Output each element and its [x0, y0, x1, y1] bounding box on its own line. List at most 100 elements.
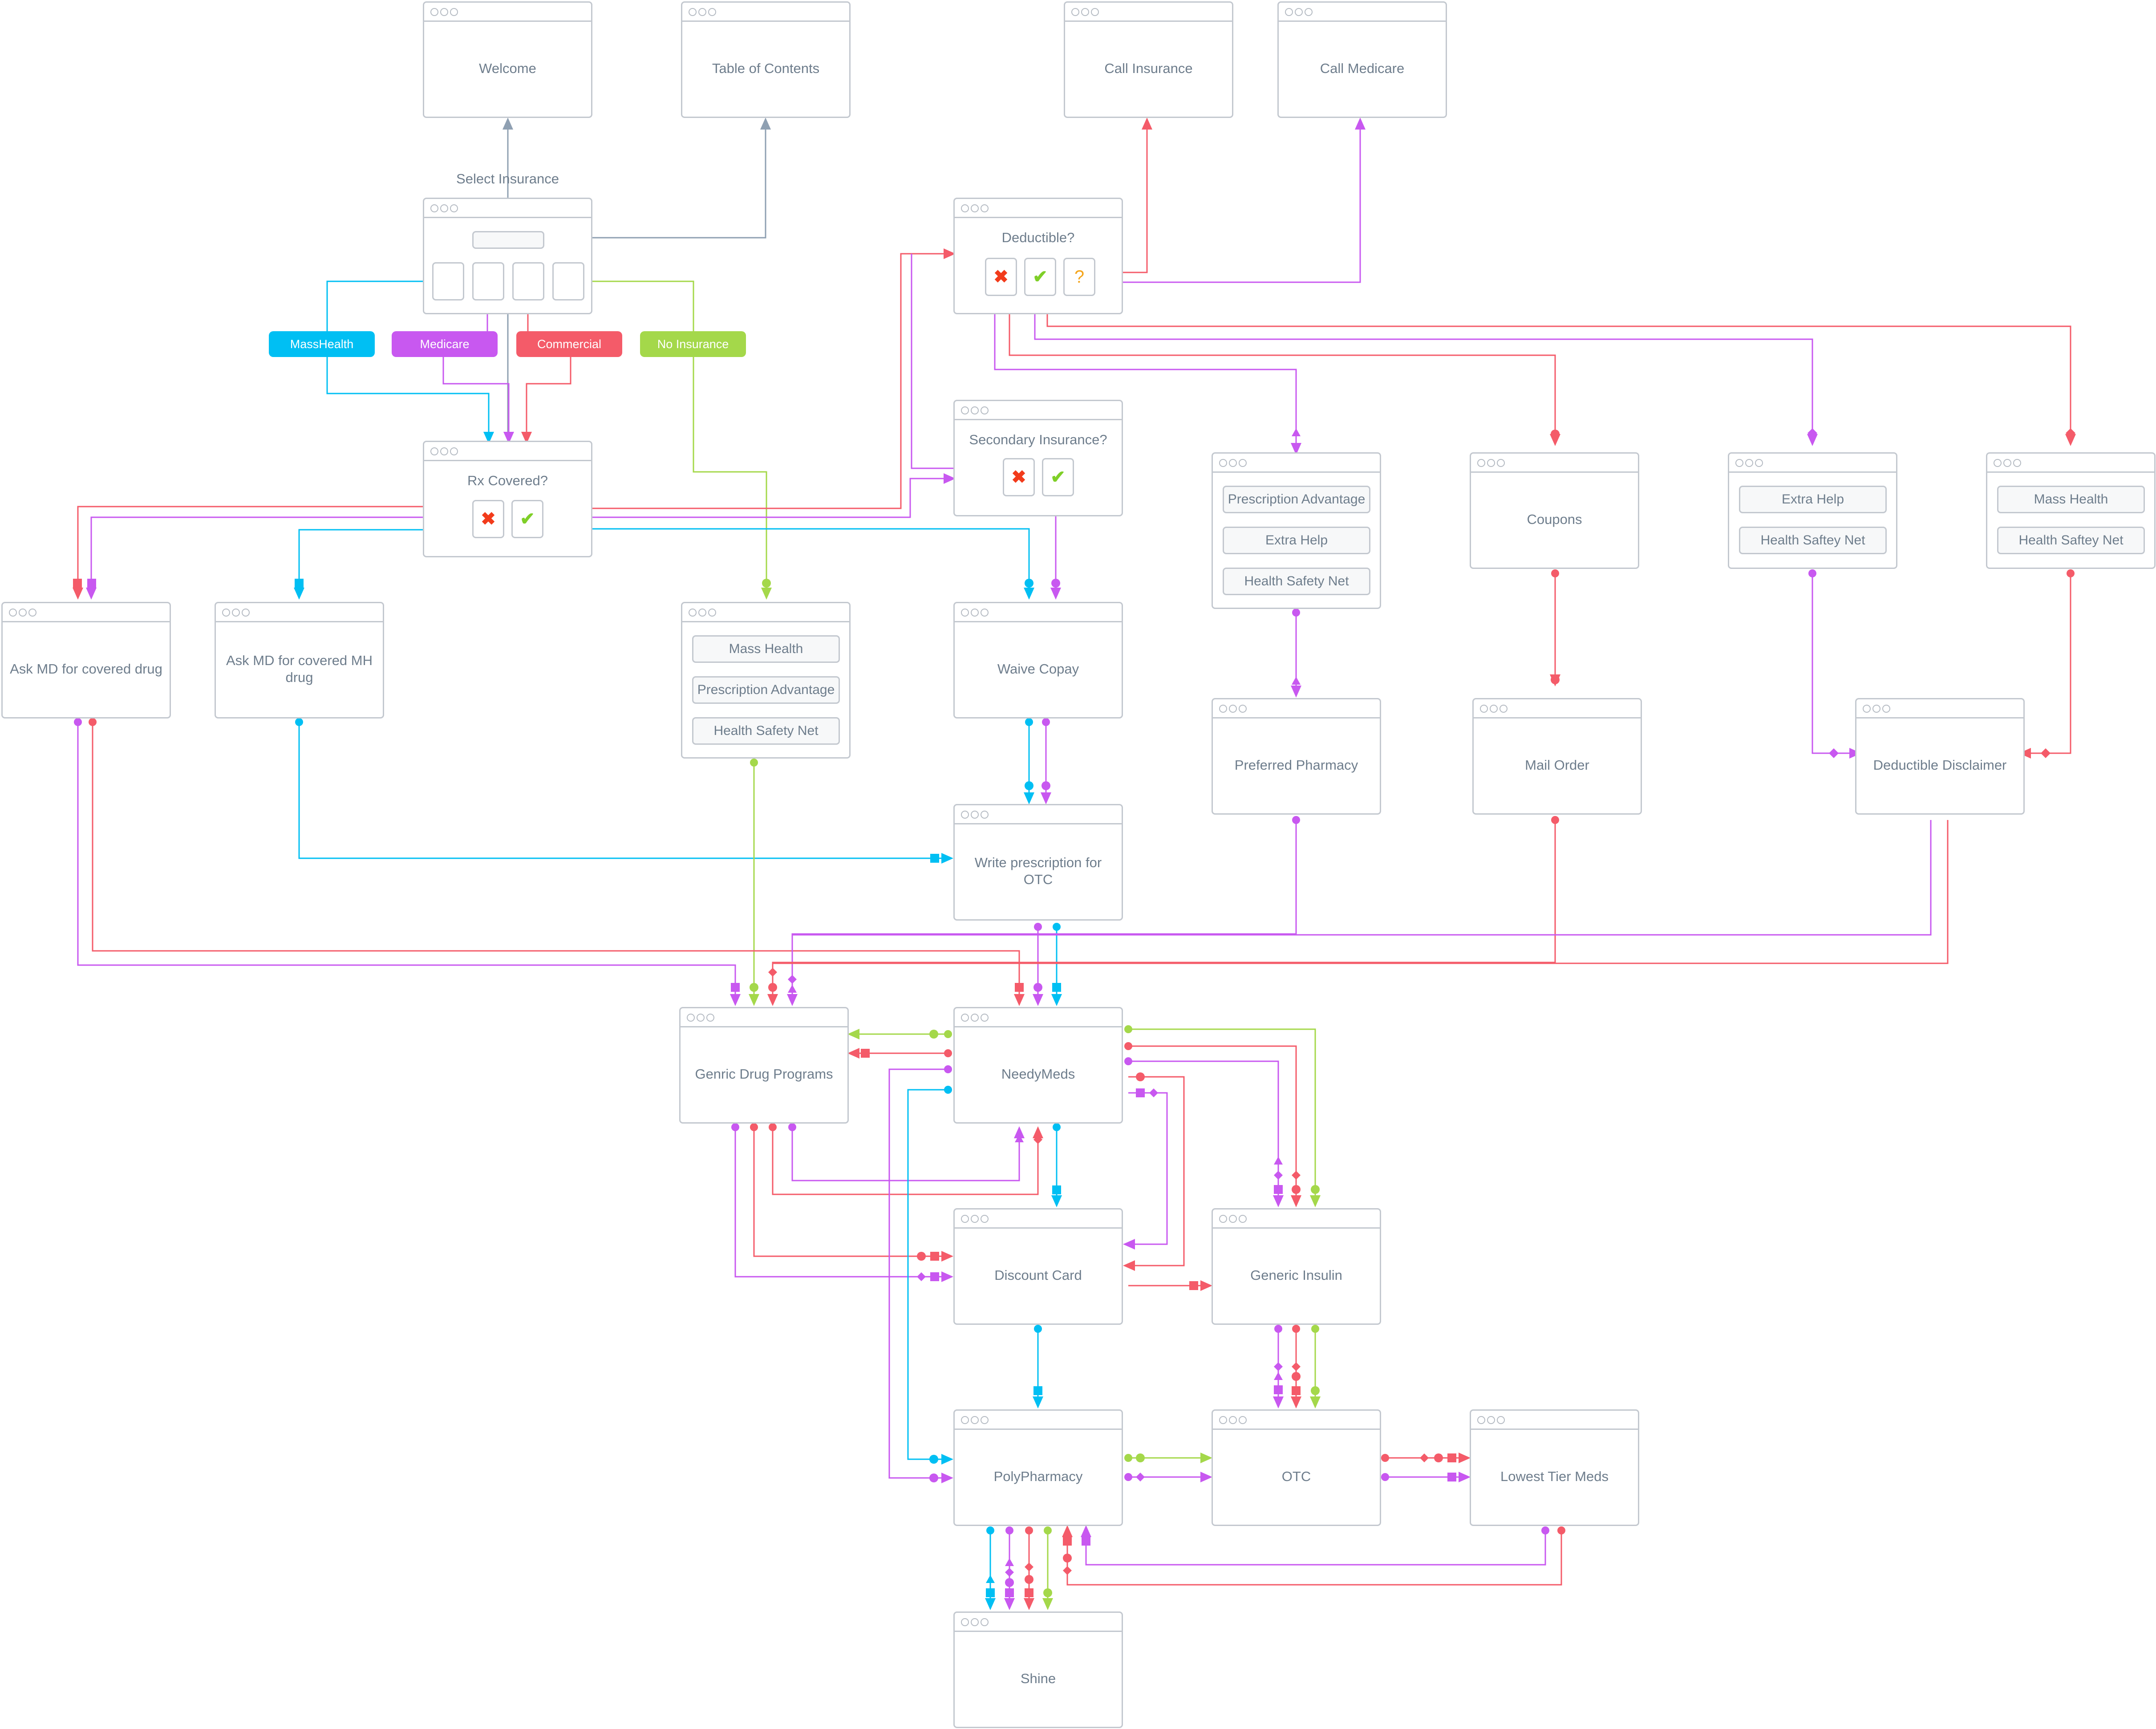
screen-mail-order[interactable]: Mail Order: [1472, 698, 1642, 815]
marker-triangle: [1292, 677, 1301, 685]
connector-deductible-callmed: [1086, 118, 1366, 286]
connector-commercial-rx: [521, 357, 571, 444]
marker-diamond: [1005, 1568, 1014, 1577]
marker-diamond: [1274, 1362, 1283, 1371]
deductible-yes-button[interactable]: ✔: [1024, 258, 1056, 296]
screen-title: Deductible?: [1001, 230, 1075, 245]
connector-medicare-rx: [442, 357, 514, 444]
screen-title: Call Insurance: [1104, 61, 1193, 76]
screen-title: Deductible Disclaimer: [1873, 757, 2007, 773]
marker-square: [986, 1588, 995, 1597]
screen-polypharmacy[interactable]: PolyPharmacy: [953, 1409, 1123, 1526]
screen-deductible-no-options[interactable]: Prescription Advantage Extra Help Health…: [1212, 452, 1381, 609]
marker-circle: [1005, 1578, 1014, 1587]
marker-square: [1025, 1588, 1033, 1597]
marker-diamond: [788, 975, 797, 984]
screen-shine[interactable]: Shine: [953, 1611, 1123, 1728]
screen-needymeds[interactable]: NeedyMeds: [953, 1007, 1123, 1124]
medicare-pill: Medicare: [392, 331, 498, 357]
screen-ask-md-mh-drug[interactable]: Ask MD for covered MH drug: [215, 602, 384, 718]
screen-title: Mail Order: [1525, 757, 1589, 773]
screen-title: Ask MD for covered drug: [10, 661, 162, 677]
connector-askmdmh-write: [295, 718, 953, 864]
screen-title: OTC: [1281, 1469, 1311, 1484]
marker-square: [1189, 1281, 1198, 1290]
screen-select-insurance[interactable]: [423, 198, 592, 314]
option-prescription-advantage[interactable]: Prescription Advantage: [692, 676, 840, 704]
screen-title: Rx Covered?: [467, 473, 548, 488]
rx-covered-no-button[interactable]: ✖: [472, 500, 504, 538]
insurance-dropdown[interactable]: [472, 231, 544, 249]
screen-rx-covered[interactable]: Rx Covered? ✖ ✔: [423, 441, 592, 557]
secondary-no-button[interactable]: ✖: [1003, 458, 1035, 496]
option-prescription-advantage[interactable]: Prescription Advantage: [1223, 486, 1370, 513]
screen-ask-md-covered-drug[interactable]: Ask MD for covered drug: [1, 602, 171, 718]
option-health-saftey-net[interactable]: Health Saftey Net: [1997, 527, 2145, 554]
marker-square: [1005, 1588, 1014, 1597]
screen-otc[interactable]: OTC: [1212, 1409, 1381, 1526]
deductible-unsure-button[interactable]: ?: [1063, 258, 1095, 296]
no-insurance-pill: No Insurance: [640, 331, 746, 357]
screen-no-insurance-options[interactable]: Mass Health Prescription Advantage Healt…: [681, 602, 851, 759]
connector-rx-askmd-red: [73, 506, 467, 600]
option-extra-help[interactable]: Extra Help: [1223, 527, 1370, 554]
commercial-pill: Commercial: [516, 331, 622, 357]
no-insurance-option-box[interactable]: [552, 262, 584, 300]
connector-deductible-coupons: [1009, 287, 1560, 446]
secondary-yes-button[interactable]: ✔: [1042, 458, 1074, 496]
marker-square: [87, 579, 96, 588]
screen-preferred-pharmacy[interactable]: Preferred Pharmacy: [1212, 698, 1381, 815]
marker-square: [73, 579, 82, 588]
marker-diamond: [1149, 1088, 1158, 1097]
option-health-safety-net[interactable]: Health Safety Net: [692, 717, 840, 745]
connector-gdp-discount-red: [750, 1123, 953, 1262]
connector-lowest-poly-red: [1062, 1525, 1565, 1586]
marker-diamond: [1829, 748, 1839, 758]
connector-disclaimer-gdp-red: [773, 820, 1949, 964]
option-health-safety-net[interactable]: Health Safety Net: [1223, 568, 1370, 595]
masshealth-option-box[interactable]: [432, 262, 464, 300]
screen-coupons[interactable]: Coupons: [1470, 452, 1639, 569]
screen-generic-insulin[interactable]: Generic Insulin: [1212, 1208, 1381, 1325]
marker-diamond: [1063, 1566, 1072, 1575]
connector-deductible-medicare: [1034, 287, 1818, 446]
select-insurance-label: Select Insurance: [456, 171, 559, 187]
marker-diamond: [2041, 748, 2051, 758]
marker-triangle: [1274, 1372, 1283, 1380]
screen-lowest-tier-meds[interactable]: Lowest Tier Meds: [1470, 1409, 1639, 1526]
screen-deductible-disclaimer[interactable]: Deductible Disclaimer: [1855, 698, 2025, 815]
screen-title: PolyPharmacy: [993, 1469, 1083, 1484]
screen-generic-drug-programs[interactable]: Genric Drug Programs: [679, 1007, 849, 1124]
screen-deductible[interactable]: Deductible? ✖ ✔ ?: [953, 198, 1123, 314]
marker-diamond: [1025, 1563, 1033, 1571]
connector-rx-waive: [544, 525, 1034, 600]
screen-table-of-contents[interactable]: Table of Contents: [681, 1, 851, 118]
screen-title: NeedyMeds: [1001, 1066, 1075, 1082]
screen-discount-card[interactable]: Discount Card: [953, 1208, 1123, 1325]
option-health-saftey-net[interactable]: Health Saftey Net: [1739, 527, 1887, 554]
option-mass-health[interactable]: Mass Health: [692, 635, 840, 663]
screen-secondary-insurance[interactable]: Secondary Insurance? ✖ ✔: [953, 400, 1123, 516]
connector-rx-deductible: [544, 248, 956, 512]
option-extra-help[interactable]: Extra Help: [1739, 486, 1887, 513]
marker-square: [930, 1272, 939, 1281]
marker-square: [1015, 983, 1024, 992]
commercial-option-box[interactable]: [512, 262, 544, 300]
marker-square: [930, 854, 939, 863]
screen-write-rx-otc[interactable]: Write prescription for OTC: [953, 804, 1123, 921]
marker-square: [1052, 983, 1061, 992]
screen-masshealth-options[interactable]: Mass Health Health Saftey Net: [1986, 452, 2156, 569]
screen-call-insurance[interactable]: Call Insurance: [1064, 1, 1233, 118]
screen-title: Coupons: [1527, 511, 1582, 527]
screen-waive-copay[interactable]: Waive Copay: [953, 602, 1123, 718]
deductible-no-button[interactable]: ✖: [985, 258, 1017, 296]
marker-square: [1447, 1453, 1456, 1462]
rx-covered-yes-button[interactable]: ✔: [511, 500, 543, 538]
screen-welcome[interactable]: Welcome: [423, 1, 592, 118]
option-mass-health[interactable]: Mass Health: [1997, 486, 2145, 513]
marker-circle: [1063, 1554, 1072, 1563]
medicare-option-box[interactable]: [472, 262, 504, 300]
screen-call-medicare[interactable]: Call Medicare: [1277, 1, 1447, 118]
screen-medicare-options[interactable]: Extra Help Health Saftey Net: [1728, 452, 1897, 569]
